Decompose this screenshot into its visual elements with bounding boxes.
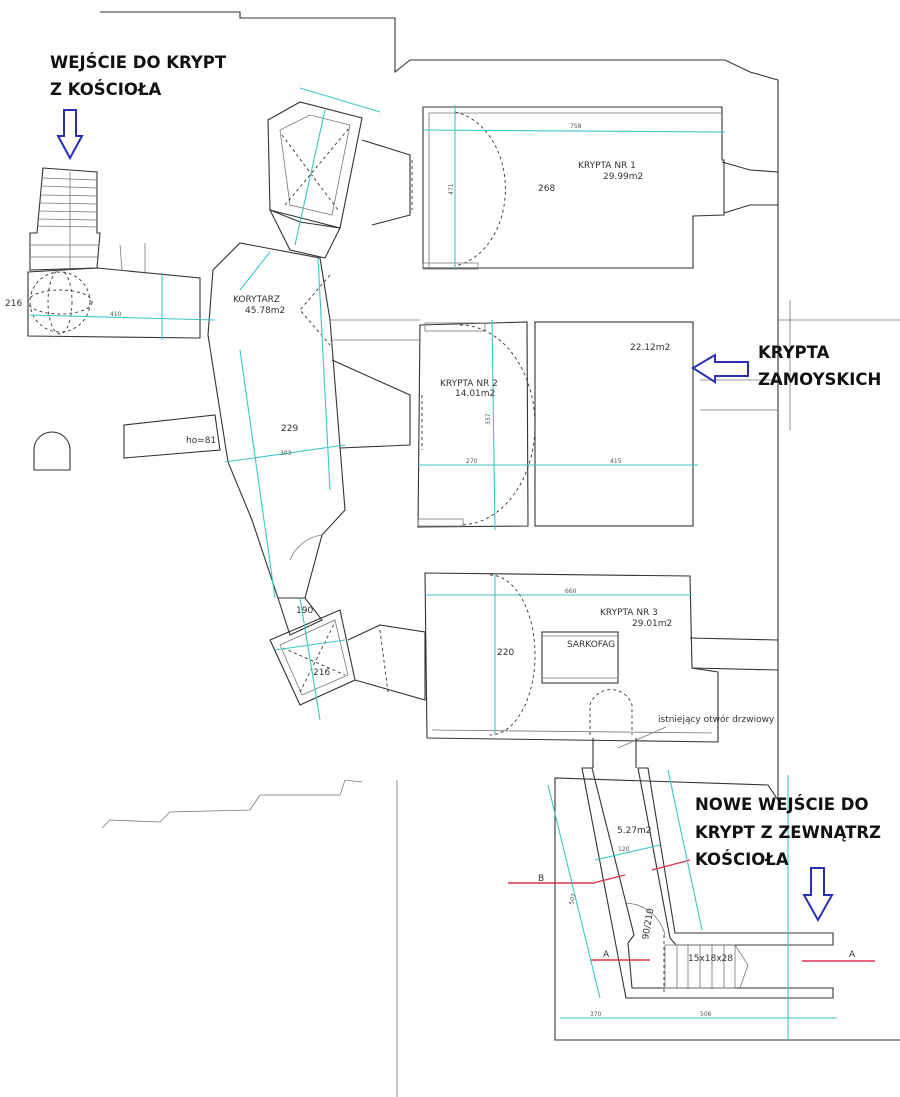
arrow-down-icon [802, 867, 834, 923]
arrow-down-icon [56, 109, 84, 161]
church-entrance-line2: Z KOŚCIOŁA [50, 80, 162, 99]
dim-crypt3-width: 660 [565, 588, 577, 595]
dim-zamoyski-width: 415 [610, 458, 622, 465]
zamoyski-line2: ZAMOYSKICH [758, 370, 881, 389]
crypt1-height: 268 [538, 184, 555, 194]
dim-left-passage: 410 [110, 311, 122, 318]
dim-crypt2-width: 270 [466, 458, 478, 465]
zamoyski-line1: KRYPTA [758, 343, 830, 362]
left-height: 216 [5, 299, 22, 309]
new-entrance-line2: KRYPT Z ZEWNĄTRZ [695, 823, 881, 842]
dim-bottom-left: 370 [590, 1011, 602, 1018]
crypt2-name: KRYPTA NR 2 [440, 379, 498, 389]
church-stairs [27, 167, 221, 471]
church-entrance-line1: WEJŚCIE DO KRYPT [50, 53, 227, 72]
annotation-zamoyski: KRYPTA ZAMOYSKICH [691, 343, 881, 389]
section-a-right: A [849, 950, 856, 960]
dim-crypt2-depth: 337 [485, 413, 492, 425]
corridor-height: 229 [281, 424, 298, 434]
crypt3-area: 29.01m2 [632, 619, 672, 629]
vestibule-height: 216 [313, 668, 330, 678]
corridor-area: 45.78m2 [245, 306, 285, 316]
crypt-1 [422, 106, 779, 270]
zamoyski-area: 22.12m2 [630, 343, 670, 353]
existing-door-label: istniejący otwór drzwiowy [658, 714, 775, 725]
sarcophagus-label: SARKOFAG [567, 640, 615, 650]
crypt-2 [417, 321, 536, 528]
dim-corridor-width: 303 [280, 450, 292, 457]
arrow-left-icon [691, 353, 749, 384]
sarcophagus [541, 631, 619, 684]
crypt3-name: KRYPTA NR 3 [600, 608, 658, 618]
stairs-label: 15x18x28 [688, 954, 733, 964]
ho-label: ho=81 [186, 436, 216, 446]
corridor-name: KORYTARZ [233, 295, 280, 305]
new-entrance [508, 738, 875, 999]
dim-entrance-length: 507 [568, 893, 578, 906]
annotation-new-entrance: NOWE WEJŚCIE DO KRYPT Z ZEWNĄTRZ KOŚCIOŁ… [695, 795, 881, 923]
zamoyski-crypt [534, 321, 694, 527]
dim-bottom-right: 506 [700, 1011, 712, 1018]
door-label: 90/210 [641, 907, 656, 940]
new-entrance-line3: KOŚCIOŁA [695, 850, 789, 869]
entrance-area: 5.27m2 [617, 826, 652, 836]
plan-labels: KRYPTA NR 1 29.99m2 268 KORYTARZ 45.78m2… [5, 123, 856, 1018]
crypt3-height: 220 [497, 648, 514, 658]
section-b: B [538, 874, 544, 884]
dimension-lines [29, 87, 837, 1040]
crypt1-name: KRYPTA NR 1 [578, 161, 636, 171]
section-a-left: A [603, 950, 610, 960]
annotation-church-entrance: WEJŚCIE DO KRYPT Z KOŚCIOŁA [50, 53, 227, 161]
crypt1-area: 29.99m2 [603, 172, 643, 182]
dim-crypt1-depth: 471 [448, 183, 455, 195]
dim-entrance-width: 120 [618, 846, 630, 853]
corridor [207, 101, 426, 706]
vestibule-width: 190 [296, 606, 313, 616]
crypt2-area: 14.01m2 [455, 389, 495, 399]
new-entrance-line1: NOWE WEJŚCIE DO [695, 795, 869, 814]
crypt-3 [424, 572, 779, 749]
dim-crypt1-width: 758 [570, 123, 582, 130]
building-outline [100, 11, 900, 1097]
